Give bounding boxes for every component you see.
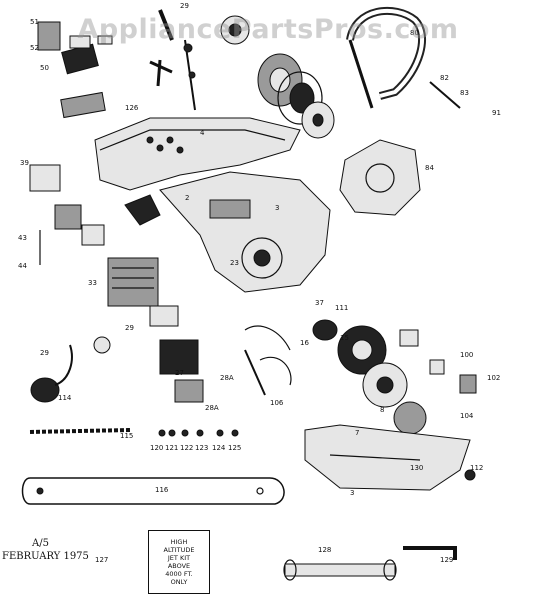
guide-bar — [21, 477, 285, 505]
callout-label: 128 — [318, 546, 331, 554]
callout-label: 121 — [165, 444, 178, 452]
callout-label: 29 — [40, 349, 49, 357]
front-handle-bar — [346, 6, 461, 109]
callout-label: 37 — [315, 299, 324, 307]
callout-label: 130 — [410, 464, 423, 472]
callout-label: 3 — [350, 489, 354, 497]
revision-code: A/5 — [32, 538, 49, 549]
callout-label: 16 — [300, 339, 309, 347]
callout-label: 8 — [380, 406, 384, 414]
callout-label: 115 — [120, 432, 133, 440]
high-altitude-kit-box: HIGH ALTITUDE JET KIT ABOVE 4000 FT. ONL… — [148, 530, 210, 594]
clutch-cover — [339, 139, 421, 216]
callout-label: 2 — [185, 194, 189, 202]
callout-label: 129 — [440, 556, 453, 564]
callout-label: 27 — [175, 369, 184, 377]
callout-label: 106 — [270, 399, 284, 407]
high-altitude-line: ALTITUDE — [163, 546, 195, 554]
carburetor — [29, 164, 105, 265]
cylinder-assembly — [107, 257, 204, 403]
callout-label: 7 — [355, 429, 359, 437]
callout-label: 127 — [95, 556, 108, 564]
revision-note: A/5 FEBRUARY 1975 — [2, 537, 89, 563]
callout-label: 125 — [228, 444, 241, 452]
callout-label: 43 — [18, 234, 27, 242]
warning-decal — [60, 91, 106, 119]
callout-label: 15 — [340, 334, 349, 342]
callout-label: 83 — [460, 89, 469, 97]
callout-label: 114 — [58, 394, 72, 402]
callout-label: 44 — [18, 262, 27, 270]
callout-label: 104 — [460, 412, 474, 420]
ignition-coil — [30, 336, 111, 403]
callout-label: 52 — [30, 44, 39, 52]
recoil-starter — [220, 15, 335, 139]
callout-label: 91 — [492, 109, 501, 117]
flywheel-clutch — [337, 325, 477, 435]
wiring-and-pump — [244, 319, 338, 396]
engine-crankcase — [124, 171, 331, 293]
callout-label: 51 — [30, 18, 39, 26]
callout-numbers: 51 52 50 29 126 80 82 83 84 4 3 23 37 91… — [18, 2, 501, 564]
top-cover-housing — [94, 117, 301, 191]
callout-label: 80 — [410, 29, 419, 37]
high-altitude-line: JET KIT — [167, 554, 191, 562]
callout-label: 29 — [125, 324, 134, 332]
callout-label: 112 — [470, 464, 483, 472]
chain-guard-housing — [304, 424, 476, 491]
callout-label: 84 — [425, 164, 434, 172]
callout-label: 102 — [487, 374, 500, 382]
callout-label: 28A — [220, 374, 234, 382]
bar-tool — [283, 559, 397, 581]
callout-label: 126 — [125, 104, 139, 112]
high-altitude-line: HIGH — [170, 538, 188, 546]
callout-label: 28A — [205, 404, 219, 412]
small-parts-row — [158, 429, 239, 437]
high-altitude-line: ONLY — [170, 578, 188, 586]
callout-label: 120 — [150, 444, 163, 452]
callout-label: 4 — [200, 129, 205, 137]
callout-label: 111 — [335, 304, 348, 312]
saw-chain — [29, 428, 131, 434]
high-altitude-line: 4000 FT. — [165, 570, 193, 578]
allen-wrench — [403, 546, 457, 560]
callout-label: 50 — [40, 64, 49, 72]
callout-label: 116 — [155, 486, 169, 494]
callout-label: 39 — [20, 159, 29, 167]
callout-label: 123 — [195, 444, 208, 452]
callout-label: 122 — [180, 444, 193, 452]
callout-label: 23 — [230, 259, 239, 267]
wrench-and-handle — [149, 9, 196, 111]
callout-label: 33 — [88, 279, 97, 287]
callout-label: 100 — [460, 351, 473, 359]
high-altitude-line: ABOVE — [167, 562, 191, 570]
callout-label: 29 — [180, 2, 189, 10]
air-filter-assembly — [37, 21, 113, 75]
callout-label: 3 — [275, 204, 279, 212]
revision-date: FEBRUARY 1975 — [2, 551, 89, 562]
callout-label: 124 — [212, 444, 226, 452]
callout-label: 82 — [440, 74, 449, 82]
